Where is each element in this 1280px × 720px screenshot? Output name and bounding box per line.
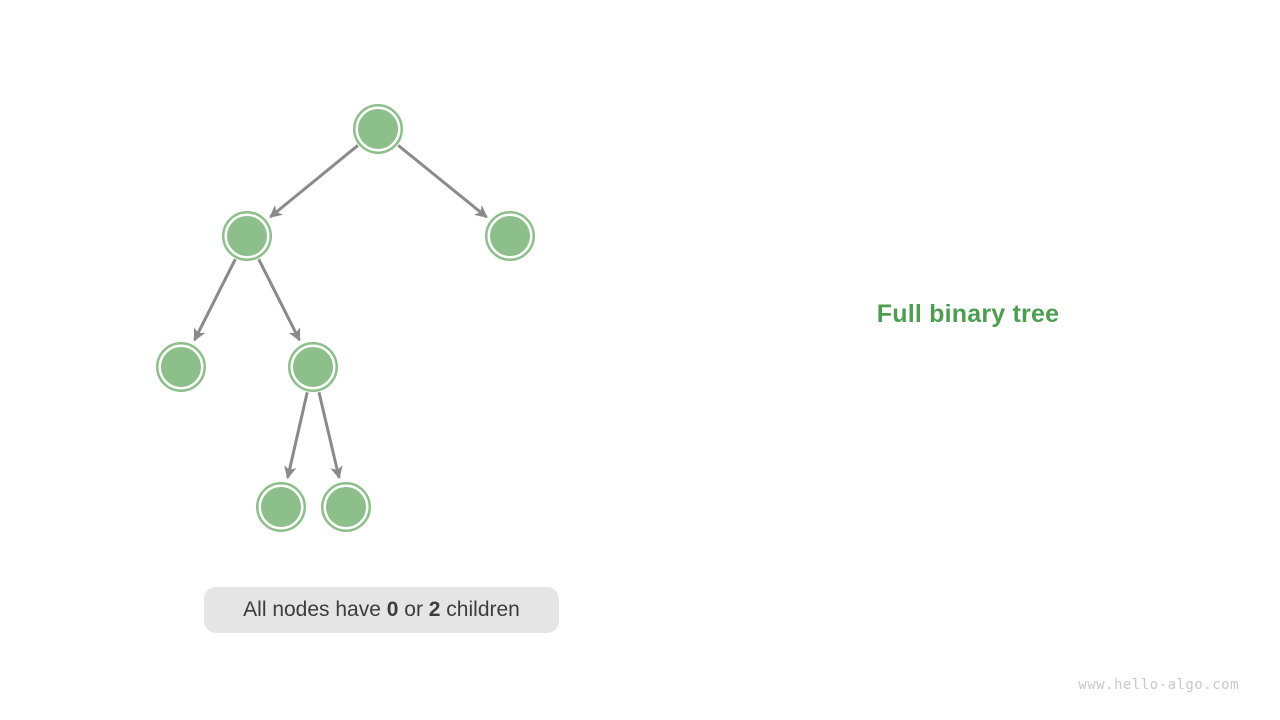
tree-node-l2-left: [222, 211, 272, 261]
tree-node-l2-right: [485, 211, 535, 261]
tree-nodes: [156, 104, 535, 532]
watermark: www.hello-algo.com: [1078, 677, 1239, 693]
tree-node-l4-right: [321, 482, 371, 532]
tree-edge-l2-left-to-l3-right: [257, 258, 301, 342]
tree-node-l3-right: [288, 342, 338, 392]
tree-node-l4-left: [256, 482, 306, 532]
tree-edge-l3-right-to-l4-left: [284, 392, 309, 479]
figure-title: Full binary tree: [876, 300, 1060, 328]
tree-edge-l2-left-to-l3-left: [193, 258, 237, 342]
caption-text: or: [398, 598, 429, 621]
tree-edge-l3-right-to-l4-right: [317, 391, 343, 480]
caption-bold-number: 0: [386, 598, 399, 621]
tree-node-l3-left: [156, 342, 206, 392]
caption-box: All nodes have 0 or 2 children: [204, 587, 559, 633]
caption-text: children: [440, 598, 520, 621]
caption-text: All nodes have: [243, 598, 387, 621]
caption-bold-number: 2: [428, 598, 441, 621]
tree-edge-root-to-l2-left: [269, 144, 359, 219]
tree-node-root: [353, 104, 403, 154]
tree-edges: [193, 144, 488, 480]
tree-edge-root-to-l2-right: [397, 144, 488, 219]
